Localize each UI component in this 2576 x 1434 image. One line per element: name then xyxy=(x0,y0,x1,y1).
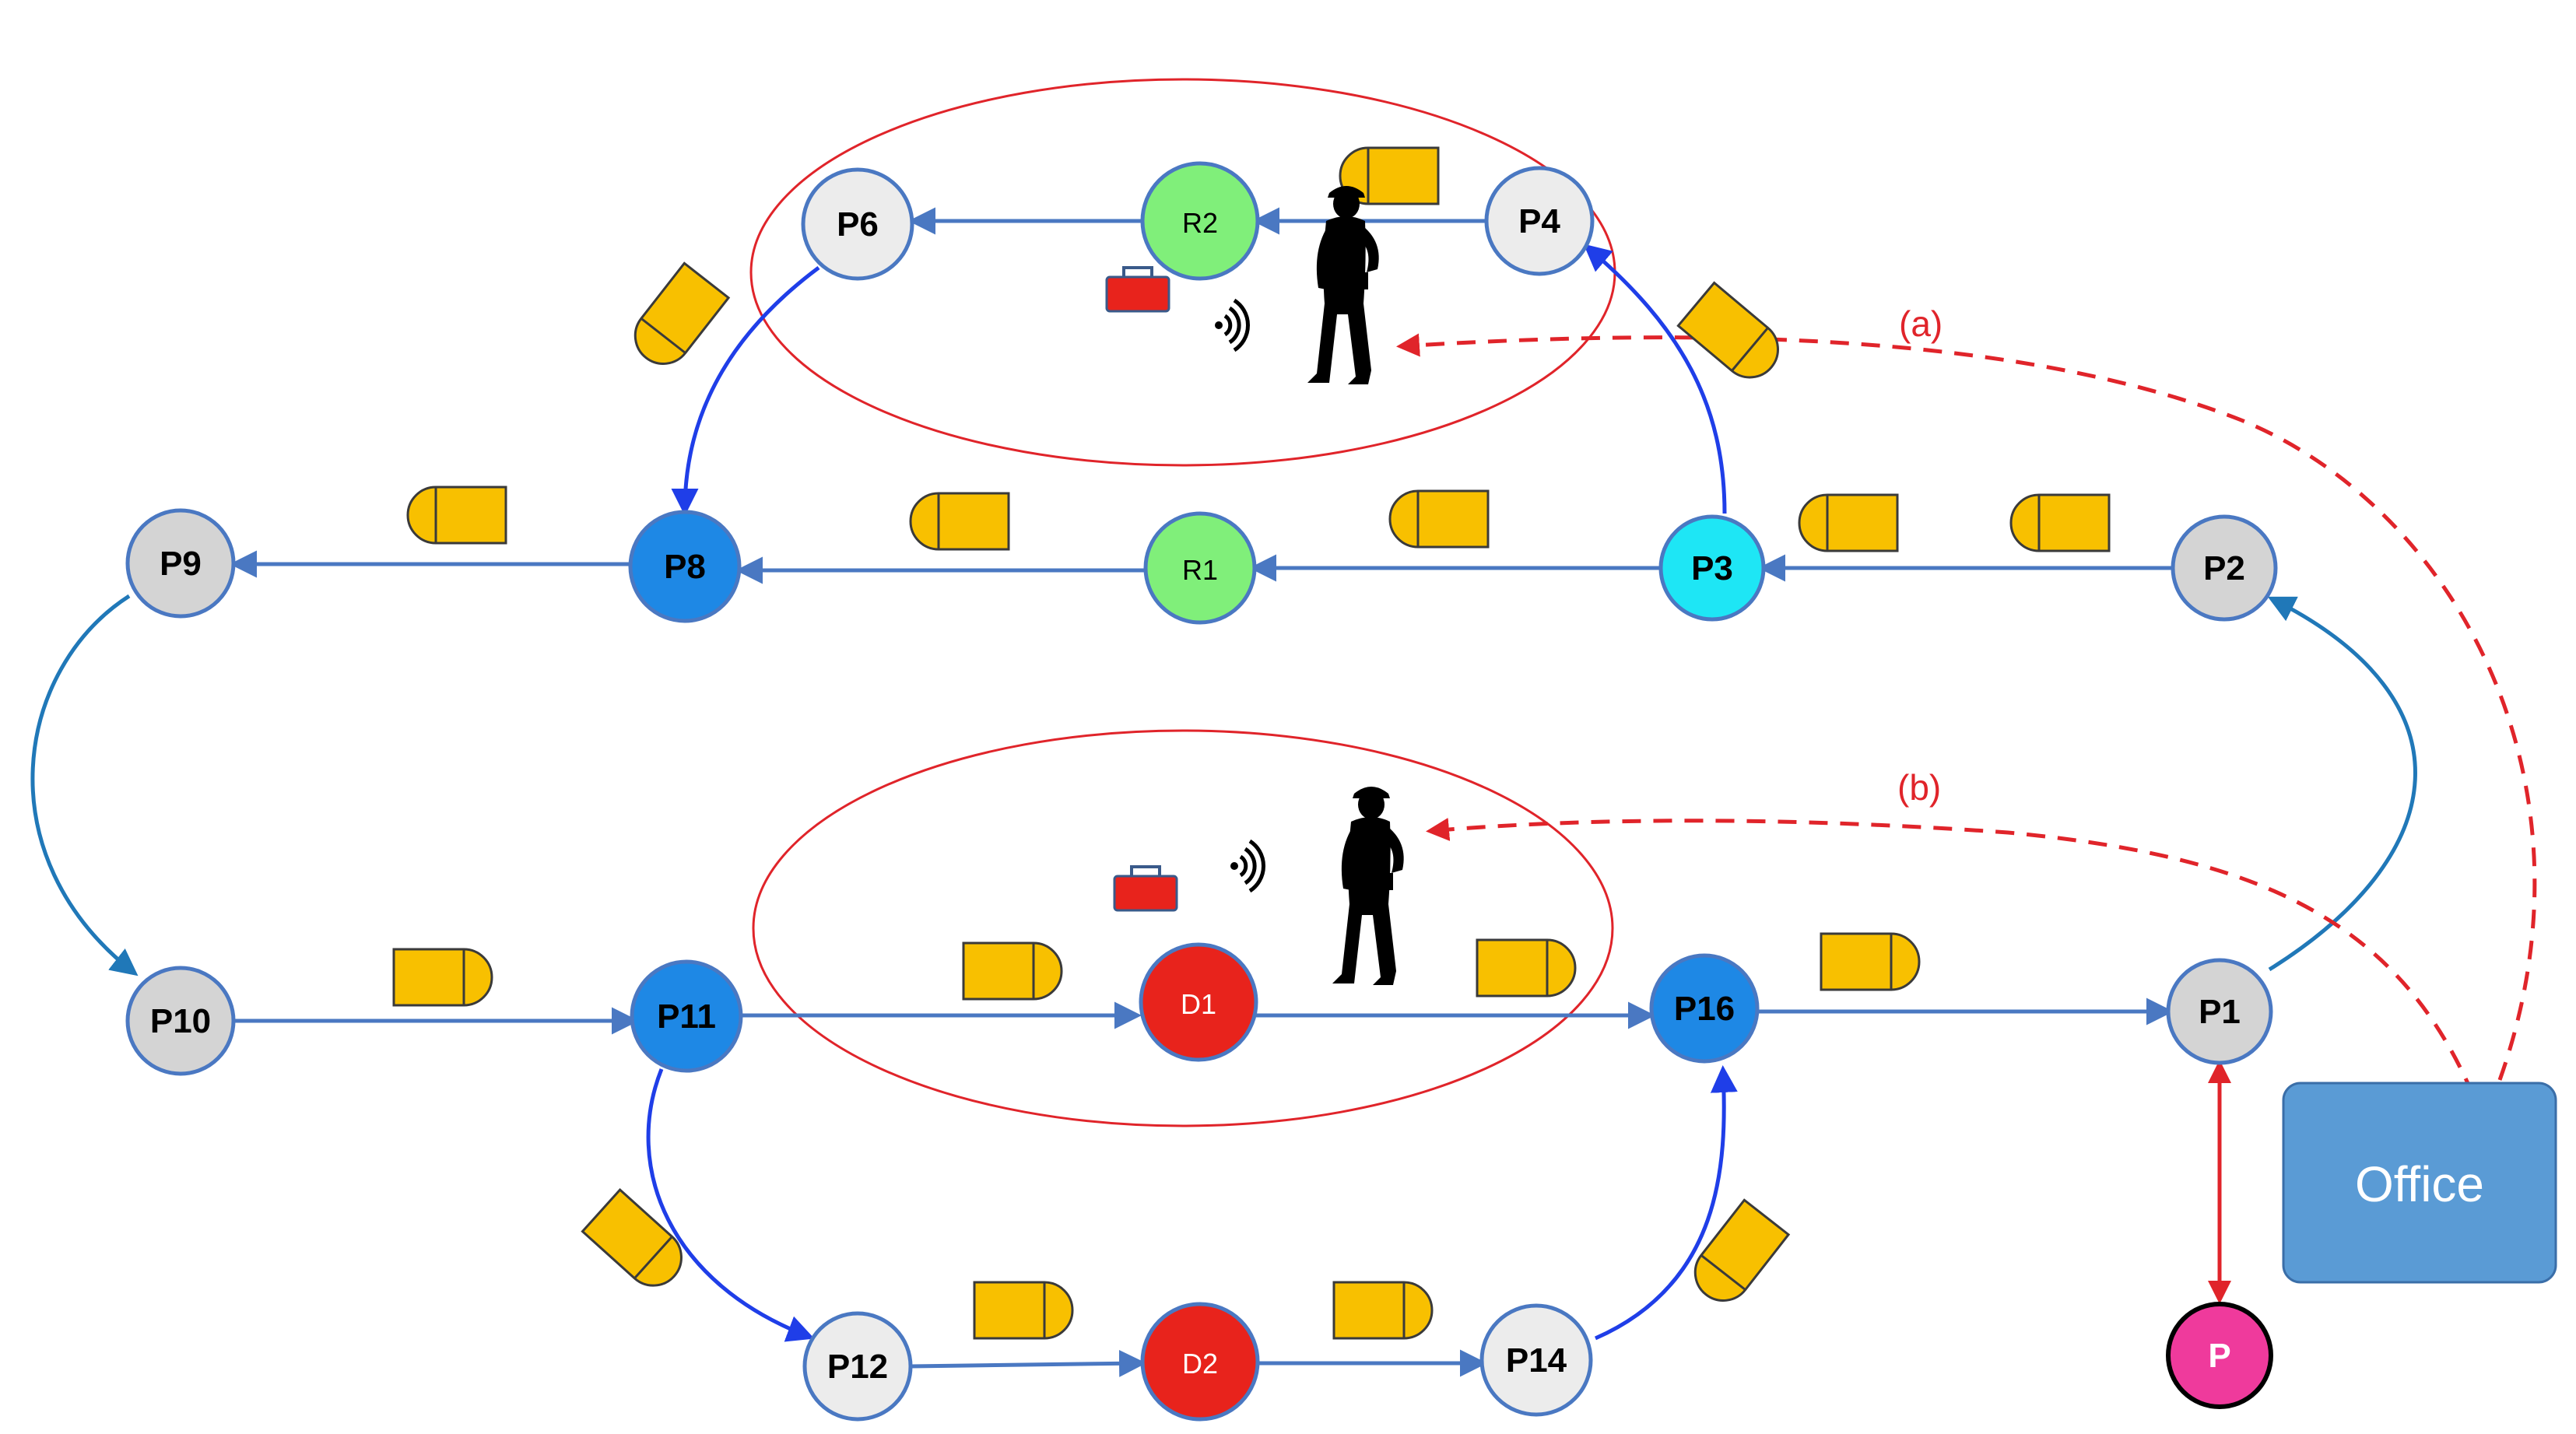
node-p8: P8 xyxy=(628,510,742,623)
edge-p9-p10 xyxy=(30,594,139,976)
node-r2: R2 xyxy=(1140,161,1260,281)
node-circle xyxy=(628,510,742,623)
node-p10: P10 xyxy=(125,966,236,1076)
node-p16: P16 xyxy=(1649,953,1760,1064)
vehicle-icon xyxy=(1339,146,1440,205)
worker-lower-icon xyxy=(1332,787,1404,985)
vehicle-icon xyxy=(962,941,1063,1001)
node-circle xyxy=(1479,1303,1593,1417)
vehicle-icon xyxy=(1676,281,1779,379)
node-label: P14 xyxy=(1506,1341,1567,1380)
node-p6: P6 xyxy=(801,167,914,281)
vehicle-icon xyxy=(392,948,493,1007)
edge-p12-d2 xyxy=(910,1349,1146,1377)
node-label: P2 xyxy=(2203,549,2245,587)
edge-p3-p4 xyxy=(1583,244,1727,514)
edge-p1-p2 xyxy=(2267,596,2417,972)
vehicle-icon xyxy=(2009,493,2111,552)
annotation-a: (a) xyxy=(1899,303,1943,344)
node-p1: P1 xyxy=(2166,958,2273,1065)
node-circle xyxy=(1484,166,1595,276)
node-label: P12 xyxy=(827,1348,888,1386)
node-circle xyxy=(2171,514,2278,622)
node-p14: P14 xyxy=(1479,1303,1593,1417)
node-p2: P2 xyxy=(2171,514,2278,622)
office-box: Office xyxy=(2282,1082,2557,1284)
node-label: P11 xyxy=(657,997,716,1036)
node-circle xyxy=(125,508,236,619)
node-label: P8 xyxy=(664,548,706,586)
node-circle xyxy=(1140,1302,1260,1422)
node-label: P xyxy=(2208,1337,2230,1375)
link-office-worker-a xyxy=(1396,333,2537,1081)
node-circle xyxy=(1658,514,1766,622)
lower-work-zone xyxy=(752,729,1614,1127)
node-label: D1 xyxy=(1181,988,1216,1020)
node-circle xyxy=(802,1311,913,1422)
node-label: P1 xyxy=(2199,993,2241,1031)
node-p12: P12 xyxy=(802,1311,913,1422)
vehicle-icon xyxy=(1693,1198,1791,1302)
node-label: P3 xyxy=(1691,549,1733,587)
node-p11: P11 xyxy=(630,959,743,1073)
node-circle xyxy=(2166,1302,2273,1409)
node-circle xyxy=(1139,942,1258,1062)
vehicles xyxy=(392,146,2111,1340)
node-label: R2 xyxy=(1182,207,1218,239)
node-p9: P9 xyxy=(125,508,236,619)
node-label: P16 xyxy=(1674,990,1735,1028)
node-r1: R1 xyxy=(1143,511,1257,625)
node-circle xyxy=(2166,958,2273,1065)
vehicle-icon xyxy=(1388,489,1490,549)
edge-p6-p8 xyxy=(671,265,820,516)
node-d2: D2 xyxy=(1140,1302,1260,1422)
wireless-signal-lower-icon xyxy=(1230,841,1264,891)
vehicle-icon xyxy=(909,492,1010,551)
vehicle-icon xyxy=(1820,932,1921,991)
node-circle xyxy=(1649,953,1760,1064)
edge-p11-p12 xyxy=(646,1068,815,1342)
toolbox-lower-icon xyxy=(1113,865,1178,912)
office-links xyxy=(1396,333,2537,1096)
vehicle-icon xyxy=(633,261,731,365)
edges xyxy=(30,207,2417,1377)
node-circle xyxy=(1143,511,1257,625)
edge-p14-p16 xyxy=(1594,1065,1738,1341)
vehicle-icon xyxy=(581,1188,683,1287)
node-label: P6 xyxy=(837,205,879,244)
node-label: R1 xyxy=(1182,554,1218,586)
worker-upper-icon xyxy=(1307,186,1379,384)
vehicle-icon xyxy=(1798,493,1899,552)
node-p: P xyxy=(2166,1302,2273,1409)
node-circle xyxy=(801,167,914,281)
node-circle xyxy=(630,959,743,1073)
wireless-signal-upper-icon xyxy=(1215,300,1248,350)
toolbox-upper-icon xyxy=(1105,266,1170,313)
node-label: P10 xyxy=(150,1002,211,1040)
annotation-b: (b) xyxy=(1897,767,1941,808)
node-label: P4 xyxy=(1518,202,1560,240)
node-circle xyxy=(1140,161,1260,281)
vehicle-icon xyxy=(1476,938,1577,997)
node-p3: P3 xyxy=(1658,514,1766,622)
vehicle-icon xyxy=(973,1281,1074,1340)
node-label: D2 xyxy=(1182,1348,1218,1380)
office-label: Office xyxy=(2355,1156,2484,1212)
node-p4: P4 xyxy=(1484,166,1595,276)
node-d1: D1 xyxy=(1139,942,1258,1062)
node-circle xyxy=(125,966,236,1076)
vehicle-icon xyxy=(406,486,507,545)
node-label: P9 xyxy=(160,545,202,583)
vehicle-icon xyxy=(1332,1281,1434,1340)
link-office-worker-b xyxy=(1426,818,2476,1096)
